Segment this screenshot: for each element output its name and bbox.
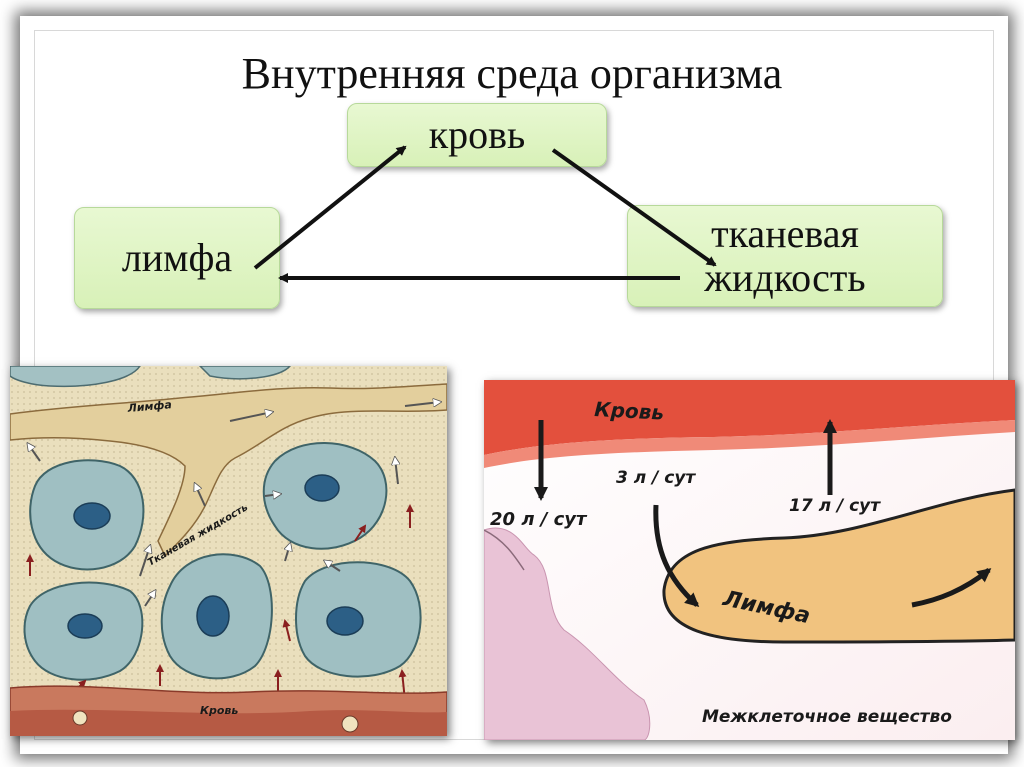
circulation-drawing: Кровь 20 л / сут 3 л / сут 17 л / сут Ли… (484, 380, 1015, 740)
cell (23, 581, 144, 681)
flow-return-label: 17 л / сут (789, 496, 881, 516)
right-blood-label: Кровь (594, 397, 665, 425)
node-tissue-label-line1: тканевая (711, 211, 859, 256)
left-lymph-label: Лимфа (126, 398, 172, 415)
arrow-blood-to-tissue (551, 148, 717, 267)
page-title: Внутренняя среда организма (241, 49, 783, 98)
lymph-vessel (10, 383, 447, 558)
flow-out-label: 20 л / сут (490, 509, 588, 530)
cell (262, 442, 388, 550)
cell (29, 459, 145, 571)
illustration-circulation: Кровь 20 л / сут 3 л / сут 17 л / сут Ли… (484, 380, 1015, 740)
node-lymph-label: лимфа (121, 235, 233, 280)
flow-lymph-label: 3 л / сут (616, 468, 696, 488)
node-lymph: лимфа (74, 207, 280, 309)
left-blood-label: Кровь (200, 704, 238, 717)
tissue-drawing: Лимфа (10, 366, 447, 736)
cell (160, 553, 273, 680)
node-tissue-fluid: тканевая жидкость (627, 205, 943, 307)
illustration-tissue: Лимфа (10, 366, 447, 736)
blood-band (484, 380, 1015, 455)
arrow-lymph-to-blood (253, 145, 407, 270)
intercellular-label: Межклеточное вещество (702, 707, 952, 727)
cell (295, 561, 422, 678)
node-blood-label: кровь (428, 112, 526, 157)
node-tissue-label-line2: жидкость (704, 255, 866, 300)
